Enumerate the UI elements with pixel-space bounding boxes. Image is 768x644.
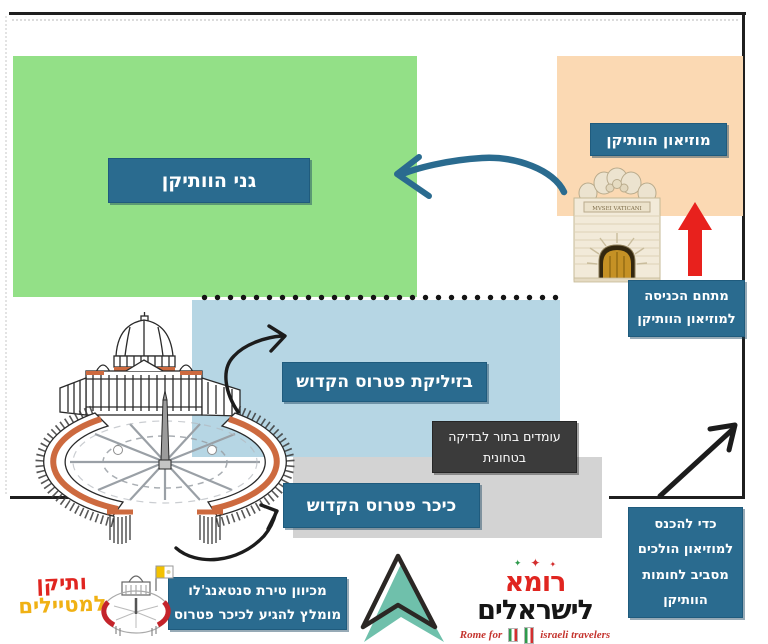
museum-label-text: מוזיאון הוותיקן [606, 130, 711, 149]
faint-dotted-line-left [5, 16, 7, 494]
vatican-square-emblem-icon [101, 565, 174, 636]
black-curved-arrow-to-square-icon [174, 503, 279, 562]
rome-logo-word-red: רומא [504, 567, 567, 598]
rome-logo-subtitle: Rome for israeli travelers [446, 626, 624, 644]
black-curved-arrow-to-basilica-icon [224, 324, 287, 414]
italian-flag-icon [508, 628, 519, 643]
security-note-line1: עומדים בתור לבדיקה [448, 428, 561, 444]
frame-bottom-left-border [10, 496, 84, 499]
castel-direction-note: מכיוון טירת סנטאנג'לו מומלץ להגיע לכיכר … [168, 577, 347, 630]
rome-logo-sub-right: israeli travelers [540, 629, 611, 642]
walk-note-line1: כדי להכנס [654, 516, 717, 532]
frame-top-border [9, 12, 746, 15]
square-label-text: כיכר פטרוס הקדוש [306, 495, 457, 516]
faint-dotted-line-top [12, 19, 738, 21]
teal-curved-arrow-icon [394, 154, 568, 199]
frame-bottom-right-border [609, 496, 745, 499]
museum-entrance-note: מתחם הכניסה למוזיאון הוותיקן [628, 280, 745, 337]
walk-around-note: כדי להכנס למוזיאון הולכים מסביב לחומות ה… [628, 507, 743, 618]
st-peters-basilica-illustration [35, 312, 295, 544]
walk-note-line2: למוזיאון הולכים [637, 542, 734, 558]
dotted-boundary-line [198, 294, 561, 301]
red-star-icon: ✦ [530, 556, 541, 570]
security-note-line2: בטחונית [483, 450, 526, 465]
castel-note-line2: מומלץ להגיע לכיכר פטרוס [173, 606, 342, 623]
rome-logo-word-black: לישראלים [477, 595, 594, 627]
red-up-arrow-icon [678, 202, 712, 276]
frame-right-border [742, 12, 745, 499]
small-red-star-icon: ✦ [549, 560, 557, 569]
diagonal-arrow-icon [657, 422, 738, 499]
square-label: כיכר פטרוס הקדוש [283, 483, 480, 528]
basilica-label: בזיליקת פטרוס הקדוש [282, 362, 487, 402]
museum-label: מוזיאון הוותיקן [590, 123, 727, 156]
basilica-label-text: בזיליקת פטרוס הקדוש [296, 372, 473, 392]
rome-israelis-logo: ✦ ✦ ✦ רומא לישראלים Rome for israeli tra… [446, 556, 624, 644]
entrance-note-line1: מתחם הכניסה [644, 288, 729, 304]
castel-note-line1: מכיוון טירת סנטאנג'לו [188, 582, 327, 599]
rome-logo-sub-left: Rome for [459, 629, 503, 642]
gardens-label: גני הוותיקן [108, 158, 310, 203]
green-star-icon: ✦ [513, 559, 522, 569]
security-queue-note: עומדים בתור לבדיקה בטחונית [432, 421, 577, 473]
triangle-logo-icon [360, 553, 444, 642]
rome-logo-title: רומא לישראלים [446, 567, 624, 627]
museum-entrance-illustration: MVSEI VATICANI [573, 167, 661, 283]
walk-note-line3: מסביב לחומות [642, 567, 729, 583]
museum-sign-text: MVSEI VATICANI [592, 206, 642, 212]
walk-note-line4: הוותיקן [663, 592, 708, 608]
rome-logo-stars: ✦ ✦ ✦ [446, 556, 624, 569]
gardens-label-text: גני הוותיקן [161, 169, 257, 192]
entrance-note-line2: למוזיאון הוותיקן [637, 311, 736, 327]
italian-flag-icon [524, 626, 535, 644]
